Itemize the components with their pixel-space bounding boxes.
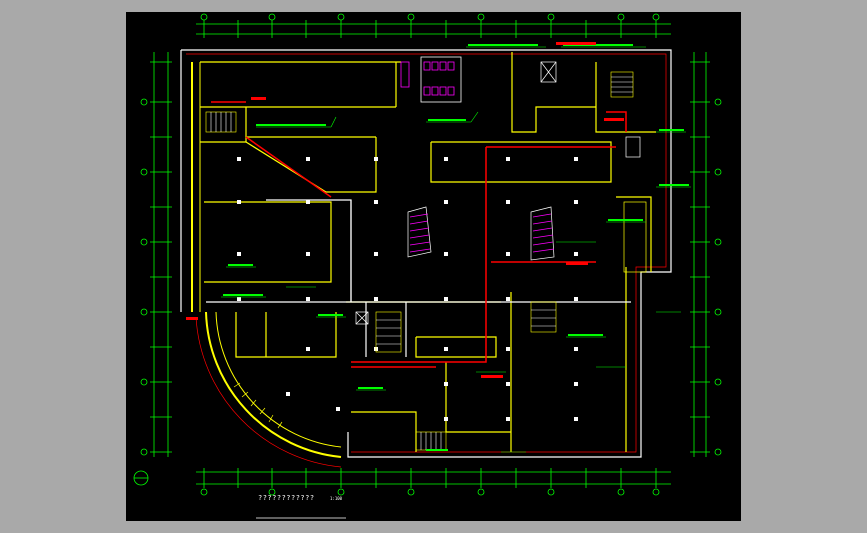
- stair-core: [375, 301, 557, 353]
- facade-mullions: [233, 382, 283, 429]
- columns: [237, 157, 578, 421]
- outer-walls: [180, 49, 672, 468]
- cad-viewport[interactable]: [126, 12, 741, 521]
- annotation-text-blocks: [223, 44, 689, 451]
- axis-bubbles: [140, 13, 722, 496]
- stair-south: [415, 431, 447, 451]
- dimension-ticks: [150, 20, 710, 488]
- stair-center-left: [407, 206, 432, 258]
- drawing-scale: 1:100: [330, 496, 343, 501]
- stair-center-right: [530, 206, 555, 261]
- annotations: [221, 46, 691, 453]
- interior-walls: [200, 52, 656, 452]
- floor-plan-drawing: [133, 13, 722, 519]
- fire-compartment-lines: [211, 101, 627, 368]
- shafts: [355, 61, 647, 325]
- red-labels: [186, 42, 624, 378]
- drawing-title: ????????????: [258, 494, 315, 502]
- stair-east: [610, 71, 634, 98]
- toilet-block: [400, 56, 462, 103]
- stair-west: [205, 111, 237, 133]
- dimension-lines: [153, 23, 707, 485]
- north-arrow-icon: [133, 470, 149, 486]
- partitions: [206, 199, 631, 357]
